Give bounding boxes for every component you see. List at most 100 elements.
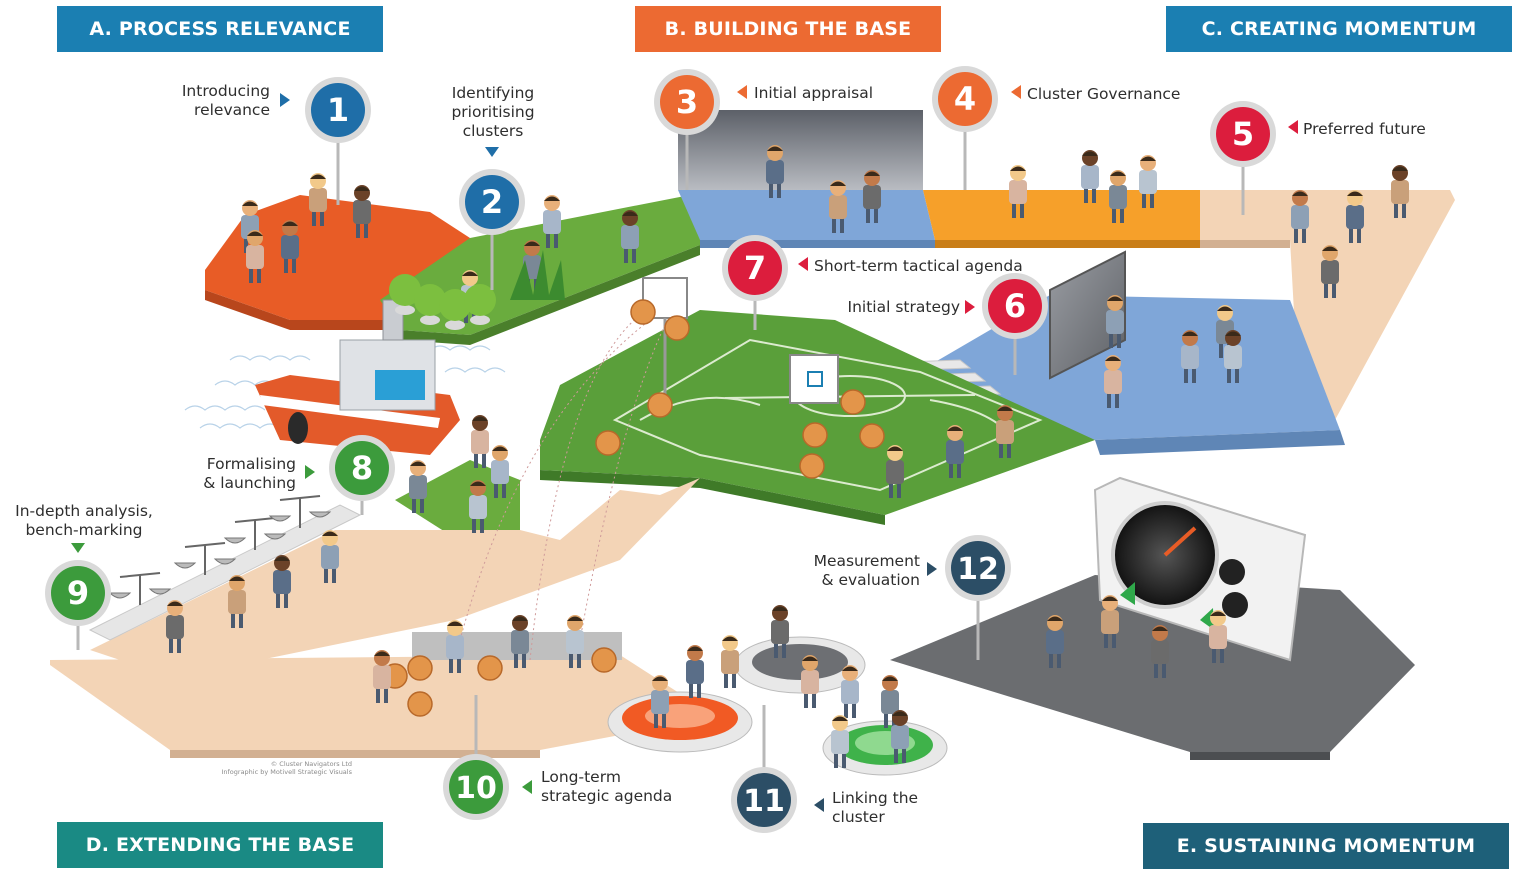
step-pointer-arrow <box>485 147 499 157</box>
credit-line-2: Infographic by Motivell Strategic Visual… <box>221 768 352 776</box>
step-marker-disc <box>465 175 519 229</box>
step-number: 12 <box>957 552 999 587</box>
person <box>1009 165 1027 218</box>
person <box>829 180 847 233</box>
step-marker-disc <box>449 760 503 814</box>
platform-preferred-future <box>1200 190 1455 420</box>
person <box>1046 615 1064 668</box>
person <box>309 173 327 226</box>
step-marker-disc <box>938 72 992 126</box>
step-marker-disc <box>311 83 365 137</box>
step-pointer-arrow <box>1288 120 1298 134</box>
step-9-line: In-depth analysis, <box>15 502 153 520</box>
person <box>471 415 489 468</box>
ball <box>407 655 433 681</box>
step-10-line: strategic agenda <box>541 787 673 805</box>
step-3-line: Initial appraisal <box>754 84 874 102</box>
person <box>1209 610 1227 663</box>
person <box>721 635 739 688</box>
person <box>1139 155 1157 208</box>
person <box>946 425 964 478</box>
person <box>353 185 371 238</box>
phase-c-label: C. CREATING MOMENTUM <box>1201 18 1477 40</box>
step-12-line: & evaluation <box>821 571 920 589</box>
person <box>996 405 1014 458</box>
ball <box>595 430 621 456</box>
person <box>491 445 509 498</box>
step-marker-11: 11 <box>731 705 824 833</box>
person <box>1291 190 1309 243</box>
person <box>651 675 669 728</box>
step-marker-disc <box>951 541 1005 595</box>
person <box>863 170 881 223</box>
ball <box>591 647 617 673</box>
phase-e-header: E. SUSTAINING MOMENTUM <box>1143 823 1509 869</box>
phase-b-header: B. BUILDING THE BASE <box>635 6 941 52</box>
step-7-line: Short-term tactical agenda <box>814 257 1023 275</box>
step-10-line: Long-term <box>541 768 621 786</box>
person <box>1321 245 1339 298</box>
step-marker-disc <box>51 566 105 620</box>
step-5-line: Preferred future <box>1303 120 1426 138</box>
person <box>881 675 899 728</box>
person <box>886 445 904 498</box>
step-marker-4: 4 <box>932 66 1021 190</box>
ball <box>647 392 673 418</box>
plant-leaf <box>414 284 446 316</box>
step-pointer-arrow <box>798 257 808 271</box>
step-marker-2: 2 <box>459 147 525 290</box>
person <box>686 645 704 698</box>
step-marker-1: 1 <box>280 77 371 205</box>
step-pointer-arrow <box>71 543 85 553</box>
person <box>621 210 639 263</box>
person <box>1106 295 1124 348</box>
person <box>469 480 487 533</box>
step-2-line: clusters <box>462 122 524 140</box>
phase-c-header: C. CREATING MOMENTUM <box>1166 6 1512 52</box>
step-number: 4 <box>954 80 976 118</box>
step-number: 11 <box>743 784 785 819</box>
step-8-line: Formalising <box>206 455 296 473</box>
person <box>373 650 391 703</box>
ball <box>802 422 828 448</box>
step-9-label: In-depth analysis,bench-marking <box>4 502 164 540</box>
step-number: 8 <box>351 449 373 487</box>
step-number: 10 <box>455 771 497 806</box>
step-marker-12: 12 <box>927 535 1011 660</box>
step-marker-8: 8 <box>305 435 395 515</box>
tall-grass <box>510 250 565 300</box>
platform-long-term-agenda <box>50 632 690 758</box>
plant-leaf <box>464 284 496 316</box>
step-11-line: Linking the <box>832 789 919 807</box>
step-number: 6 <box>1004 287 1026 325</box>
person <box>1081 150 1099 203</box>
ball <box>799 453 825 479</box>
step-8-line: & launching <box>203 474 296 492</box>
step-pointer-arrow <box>965 300 975 314</box>
person <box>1104 355 1122 408</box>
phase-d-label: D. EXTENDING THE BASE <box>85 834 355 856</box>
ball <box>477 655 503 681</box>
platform-cluster-governance <box>923 190 1200 248</box>
person <box>1109 170 1127 223</box>
person <box>841 665 859 718</box>
step-pointer-arrow <box>927 562 937 576</box>
step-7-label: Short-term tactical agenda <box>814 257 1023 276</box>
plant-pot <box>445 320 465 330</box>
boat <box>184 299 506 455</box>
plant-pot <box>420 315 440 325</box>
person <box>1101 595 1119 648</box>
step-8-label: Formalising& launching <box>170 455 296 493</box>
person <box>1224 330 1242 383</box>
person <box>273 555 291 608</box>
step-4-label: Cluster Governance <box>1027 85 1180 104</box>
step-marker-10: 10 <box>443 695 532 820</box>
person <box>228 575 246 628</box>
step-number: 2 <box>481 183 503 221</box>
person <box>1151 625 1169 678</box>
step-number: 9 <box>67 574 89 612</box>
